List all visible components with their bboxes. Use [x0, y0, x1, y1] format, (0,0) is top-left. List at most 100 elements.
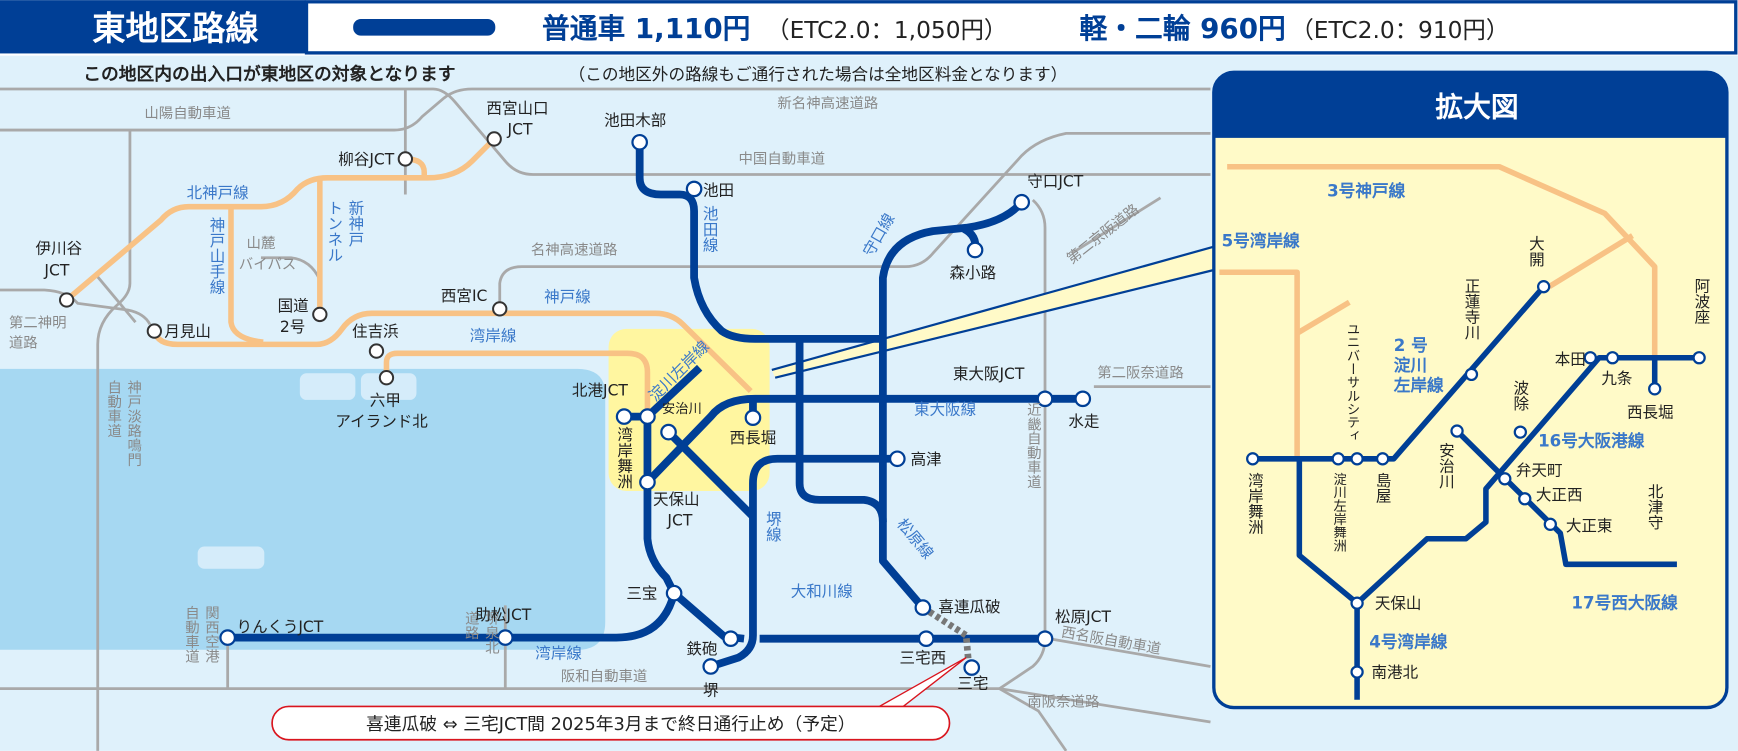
inset-callout-line [771, 245, 1215, 379]
station-label: 六甲 [370, 391, 401, 409]
inset-station-label: 大正東 [1566, 517, 1613, 535]
station-marker[interactable] [744, 409, 762, 427]
inset-header [1213, 72, 1727, 138]
station-marker[interactable] [1513, 425, 1527, 439]
inset-map: 拡大図 3号神戸線 5号湾岸 [1212, 70, 1729, 710]
station-marker[interactable] [1350, 665, 1364, 679]
station-marker[interactable] [1450, 424, 1464, 438]
station-marker[interactable] [1331, 452, 1345, 466]
station-marker[interactable] [888, 450, 906, 468]
station-marker[interactable] [1036, 390, 1054, 408]
station-label: 湾岸舞洲 [615, 426, 633, 489]
station-marker[interactable] [1350, 452, 1364, 466]
station-marker[interactable] [1013, 193, 1031, 211]
inset-station-label: 湾岸舞洲 [1246, 472, 1264, 535]
station-marker[interactable] [58, 292, 75, 308]
subheader-bold: この地区内の出入口が東地区の対象となります [83, 63, 455, 85]
station-marker[interactable] [1536, 279, 1551, 294]
inset-station-label: ユニバーサルシティ [1344, 322, 1359, 442]
subheader-note: （この地区外の路線もご通行された場合は全地区料金となります） [569, 65, 1068, 84]
page-title: 東地区路線 [92, 9, 258, 48]
road-label: 自動車道 [183, 605, 199, 663]
road-label: 道路 [463, 611, 479, 640]
road-label: 神戸淡路鳴門 [125, 380, 141, 468]
station-marker[interactable] [312, 306, 328, 323]
station-marker[interactable] [378, 370, 395, 386]
station-label: 住吉浜 [352, 323, 399, 341]
station-marker[interactable] [660, 423, 677, 441]
station-marker[interactable] [1518, 492, 1532, 506]
station-label: アイランド北 [335, 413, 428, 431]
station-label: 三宅 [957, 675, 988, 693]
inset-station-label: 九条 [1601, 369, 1632, 387]
station-marker[interactable] [639, 408, 656, 425]
road-label: 南阪奈道路 [1027, 693, 1100, 710]
station-marker[interactable] [963, 659, 981, 676]
station-marker[interactable] [615, 408, 633, 425]
station-marker[interactable] [722, 630, 740, 648]
station-marker[interactable] [685, 180, 703, 198]
station-label: 堺 [703, 681, 719, 699]
station-label: 高津 [911, 450, 942, 468]
station-label: りんくうJCT [237, 618, 324, 636]
station-marker[interactable] [702, 658, 720, 675]
closed-section-dashed [921, 604, 972, 662]
station-marker[interactable] [1692, 351, 1706, 365]
legend-line-swatch [353, 19, 496, 36]
header-price-box [304, 0, 1738, 55]
road-label: 道路 [9, 335, 38, 352]
station-marker[interactable] [665, 584, 683, 602]
road-label: 近畿自動車道 [1025, 402, 1041, 489]
island [197, 546, 265, 569]
station-label: JCT [43, 262, 69, 280]
inset-route-label: 左岸線 [1394, 375, 1444, 395]
route-label: 堺線 [764, 511, 782, 543]
inset-route-label: 3号神戸線 [1327, 181, 1406, 201]
station-marker[interactable] [631, 133, 649, 151]
station-marker[interactable] [219, 629, 236, 646]
station-marker[interactable] [1036, 630, 1054, 648]
station-marker[interactable] [397, 151, 414, 167]
station-label: 三宝 [626, 585, 657, 603]
road-label: 中国自動車道 [739, 150, 826, 167]
inset-station-label: 天保山 [1375, 595, 1422, 613]
station-marker[interactable] [1464, 367, 1479, 382]
station-marker[interactable] [1350, 596, 1364, 610]
station-label: 喜連瓜破 [938, 598, 1000, 616]
station-marker[interactable] [1605, 351, 1620, 365]
inset-route-label: 2 号 [1394, 336, 1428, 355]
station-marker[interactable] [1246, 452, 1260, 466]
station-label: 森小路 [950, 264, 997, 282]
station-marker[interactable] [1648, 382, 1662, 396]
route-label: 新神戸 [346, 200, 364, 247]
road-label: 自動車道 [105, 380, 121, 438]
station-label: JCT [666, 511, 692, 529]
station-marker[interactable] [914, 599, 932, 616]
inset-station-label: 大正西 [1536, 486, 1583, 504]
station-marker[interactable] [917, 630, 935, 648]
station-label: 伊川谷 [36, 239, 83, 257]
inset-station-markers [1246, 279, 1706, 679]
station-label: JCT [507, 121, 533, 139]
station-marker[interactable] [486, 131, 502, 147]
station-marker[interactable] [1375, 452, 1390, 466]
station-marker[interactable] [639, 473, 656, 491]
station-marker[interactable] [492, 301, 508, 317]
station-marker[interactable] [1074, 390, 1092, 408]
station-marker[interactable] [1583, 351, 1597, 365]
station-label: 西長堀 [730, 429, 777, 447]
station-marker[interactable] [1498, 472, 1512, 486]
station-marker[interactable] [966, 241, 984, 259]
route-label: トンネル [325, 200, 343, 262]
station-label: 三宅西 [900, 649, 947, 667]
inset-route-label: 5号湾岸線 [1222, 231, 1301, 251]
regular-price: 普通車 1,110円 [542, 12, 750, 45]
station-marker[interactable] [1543, 517, 1557, 531]
station-marker[interactable] [146, 323, 163, 339]
road-labels: 山陽自動車道 新名神高速道路 中国自動車道 名神高速道路 第二京阪道路 第二阪奈… [9, 95, 1184, 711]
route-label: 神戸山手線 [208, 216, 226, 294]
station-label: 守口JCT [1027, 173, 1083, 191]
station-marker[interactable] [368, 343, 385, 359]
station-marker[interactable] [496, 629, 514, 646]
inset-station-label: 北津守 [1646, 483, 1664, 531]
